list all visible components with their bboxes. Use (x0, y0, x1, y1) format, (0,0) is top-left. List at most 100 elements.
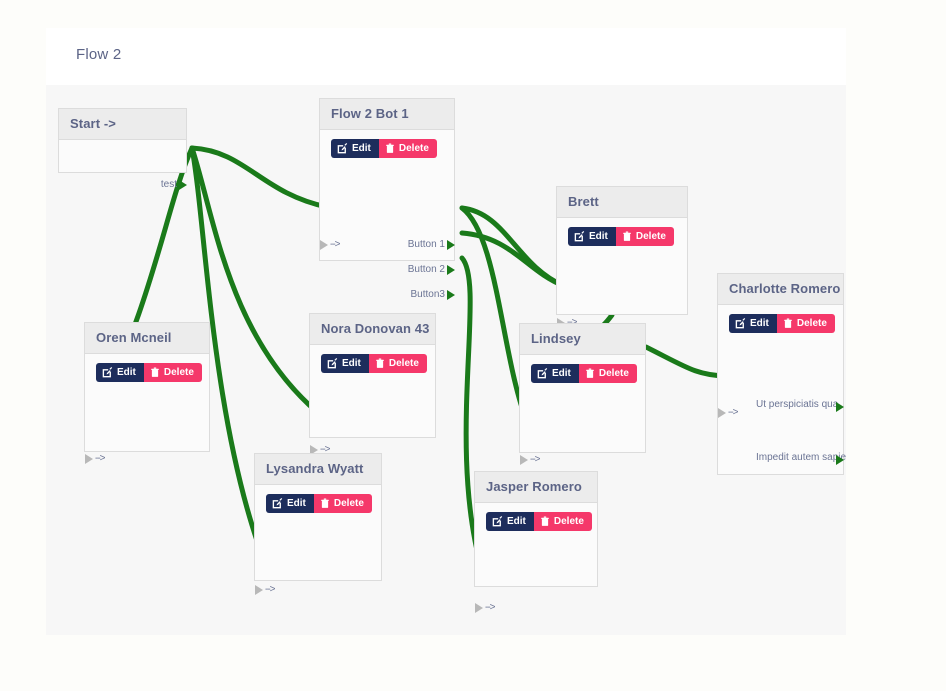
edit-button-charlotte[interactable]: Edit (729, 314, 777, 333)
delete-button-flow2bot1[interactable]: Delete (378, 139, 437, 158)
node-body-lindsey: Edit Delete --> (520, 355, 645, 465)
pencil-square-icon (735, 318, 746, 329)
input-port-nora-0[interactable]: --> (310, 444, 330, 455)
delete-button-charlotte[interactable]: Delete (776, 314, 835, 333)
pencil-square-icon (337, 143, 348, 154)
delete-button-jasper[interactable]: Delete (533, 512, 592, 531)
delete-button-label: Delete (388, 357, 419, 369)
port-marker-out-icon (447, 265, 455, 275)
port-marker-in-icon (310, 445, 318, 455)
node-title-brett: Brett (557, 187, 687, 218)
node-title-start: Start -> (59, 109, 186, 140)
output-port-label: Button 2 (407, 264, 445, 275)
input-port-label: --> (265, 584, 275, 595)
delete-button-label: Delete (796, 317, 827, 329)
node-actions-brett: Edit Delete (568, 227, 674, 246)
node-title-lindsey: Lindsey (520, 324, 645, 355)
delete-button-brett[interactable]: Delete (615, 227, 674, 246)
pencil-square-icon (102, 367, 113, 378)
edit-button-label: Edit (589, 230, 608, 242)
port-marker-in-icon (718, 408, 726, 418)
port-marker-in-icon (475, 603, 483, 613)
input-port-label: --> (485, 602, 495, 613)
node-title-jasper: Jasper Romero (475, 472, 597, 503)
edge-6 (459, 230, 567, 289)
node-body-flow2bot1: Edit Delete --> Button 1 Button 2 Button3 (320, 130, 455, 300)
delete-button-label: Delete (333, 497, 364, 509)
output-port-start-0[interactable]: test (161, 180, 187, 190)
input-port-label: --> (95, 453, 105, 464)
delete-button-lindsey[interactable]: Delete (578, 364, 637, 383)
trash-icon (783, 318, 793, 329)
output-port-charlotte-0[interactable]: Ut perspiciatis qua (756, 400, 844, 412)
node-body-nora: Edit Delete --> (310, 345, 435, 455)
input-port-lysandra-0[interactable]: --> (255, 584, 275, 595)
input-port-flow2bot1-0[interactable]: --> (320, 239, 340, 250)
node-nora[interactable]: Nora Donovan 43 Edit Delete --> (309, 313, 436, 455)
input-port-lindsey-0[interactable]: --> (520, 455, 540, 465)
input-port-charlotte-0[interactable]: --> (718, 407, 738, 418)
port-marker-out-icon (447, 290, 455, 300)
output-port-flow2bot1-2[interactable]: Button3 (410, 289, 455, 300)
flow-header: Flow 2 (46, 28, 846, 85)
trash-icon (622, 231, 632, 242)
output-port-label: Impedit autem sapie (756, 452, 846, 463)
output-port-flow2bot1-0[interactable]: Button 1 (408, 240, 455, 250)
output-port-charlotte-1[interactable]: Impedit autem sapie (756, 453, 846, 465)
edit-button-label: Edit (352, 142, 371, 154)
port-marker-in-icon (520, 455, 528, 465)
edit-button-flow2bot1[interactable]: Edit (331, 139, 379, 158)
edge-2 (189, 145, 320, 415)
delete-button-label: Delete (398, 142, 429, 154)
input-port-label: --> (320, 444, 330, 455)
edit-button-brett[interactable]: Edit (568, 227, 616, 246)
delete-button-label: Delete (163, 366, 194, 378)
output-port-label: Button3 (410, 289, 445, 300)
delete-button-label: Delete (635, 230, 666, 242)
pencil-square-icon (492, 516, 503, 527)
edge-0 (189, 145, 330, 210)
output-port-flow2bot1-1[interactable]: Button 2 (407, 264, 455, 275)
edit-button-lysandra[interactable]: Edit (266, 494, 314, 513)
trash-icon (150, 367, 160, 378)
edge-9 (643, 344, 728, 379)
node-actions-jasper: Edit Delete (486, 512, 592, 531)
delete-button-oren[interactable]: Delete (143, 363, 202, 382)
node-start[interactable]: Start -> test (58, 108, 187, 190)
node-title-lysandra: Lysandra Wyatt (255, 454, 381, 485)
edge-4 (459, 205, 567, 289)
node-title-nora: Nora Donovan 43 (310, 314, 435, 345)
trash-icon (585, 368, 595, 379)
delete-button-lysandra[interactable]: Delete (313, 494, 372, 513)
node-flow2bot1[interactable]: Flow 2 Bot 1 Edit Delete --> Button 1 Button … (319, 98, 455, 300)
trash-icon (320, 498, 330, 509)
node-title-flow2bot1: Flow 2 Bot 1 (320, 99, 454, 130)
input-port-oren-0[interactable]: --> (85, 453, 105, 464)
delete-button-label: Delete (598, 367, 629, 379)
delete-button-nora[interactable]: Delete (368, 354, 427, 373)
edit-button-label: Edit (342, 357, 361, 369)
pencil-square-icon (574, 231, 585, 242)
edit-button-lindsey[interactable]: Edit (531, 364, 579, 383)
input-port-label: --> (728, 407, 738, 418)
input-port-jasper-0[interactable]: --> (475, 602, 495, 613)
node-actions-oren: Edit Delete (96, 363, 202, 382)
edit-button-oren[interactable]: Edit (96, 363, 144, 382)
edit-button-jasper[interactable]: Edit (486, 512, 534, 531)
pencil-square-icon (537, 368, 548, 379)
input-port-label: --> (330, 239, 340, 250)
edit-button-nora[interactable]: Edit (321, 354, 369, 373)
delete-button-label: Delete (553, 515, 584, 527)
edit-button-label: Edit (552, 367, 571, 379)
edit-button-label: Edit (117, 366, 136, 378)
node-body-jasper: Edit Delete --> (475, 503, 597, 613)
